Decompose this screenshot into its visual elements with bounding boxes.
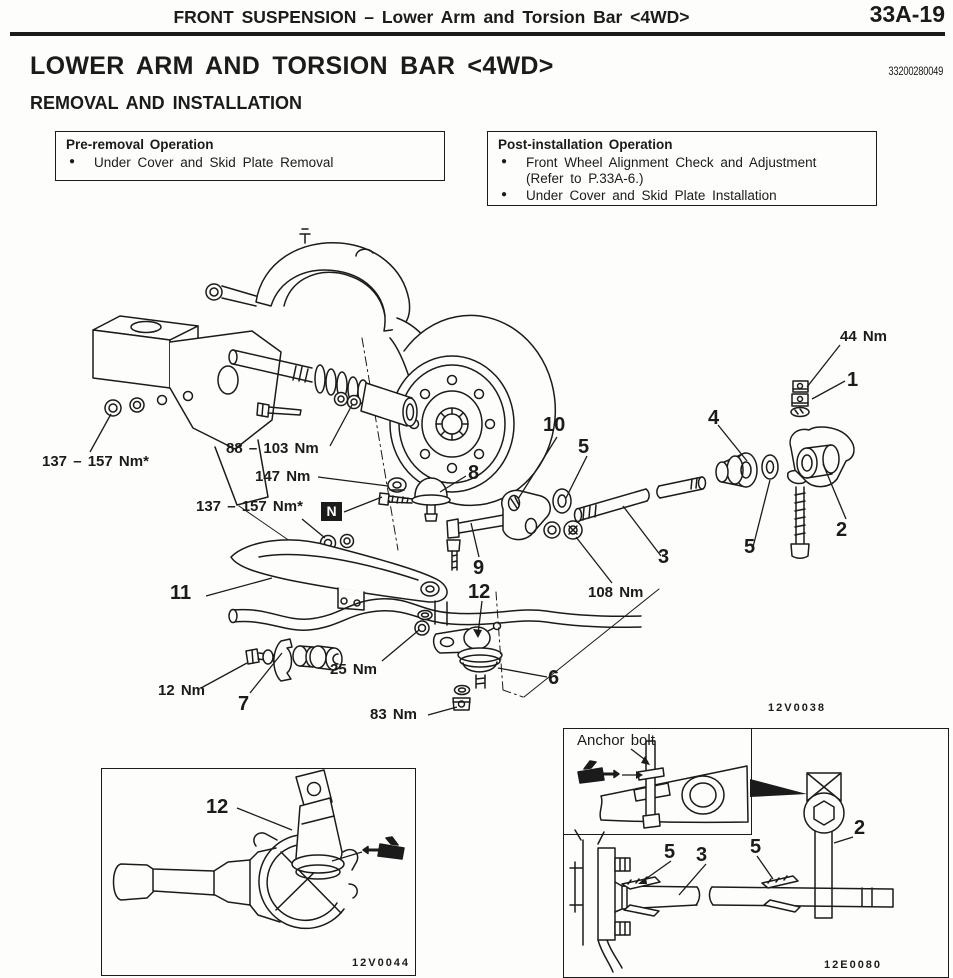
header-title: FRONT SUSPENSION – Lower Arm and Torsion…	[173, 7, 690, 27]
lower-arm-art	[230, 539, 448, 611]
torsion-bar-art	[573, 452, 808, 523]
section-title: REMOVAL AND INSTALLATION	[30, 93, 302, 113]
figure-code-ball-joint-inset: 12V0044	[352, 957, 411, 969]
operation-item: Under Cover and Skid Plate Removal	[66, 155, 408, 171]
header-rule	[10, 32, 945, 36]
page-title: LOWER ARM AND TORSION BAR <4WD>	[30, 52, 554, 80]
operation-item: Front Wheel Alignment Check and Adjustme…	[498, 155, 840, 188]
brake-disc-art	[389, 314, 557, 507]
anchor-bolt-caption: Anchor bolt	[577, 732, 655, 749]
pre-removal-list: Under Cover and Skid Plate Removal	[66, 155, 434, 171]
drive-axle-art	[228, 349, 418, 427]
figure-code-anchor-inset: 12E0080	[824, 959, 883, 971]
pre-removal-title: Pre-removal Operation	[66, 137, 214, 152]
post-installation-title: Post-installation Operation	[498, 137, 673, 152]
note-symbol: N	[321, 502, 342, 521]
lower-arm-shaft-art	[446, 488, 583, 571]
post-installation-list: Front Wheel Alignment Check and Adjustme…	[498, 155, 866, 204]
doc-code: 33200280049	[888, 64, 943, 78]
ball-joint-inset-frame	[101, 768, 416, 976]
anchor-arm-art	[789, 380, 855, 559]
anchor-bolt-detail-box	[563, 728, 752, 835]
ball-joint-inset-art	[112, 769, 359, 930]
figure-code-main: 12V0038	[768, 702, 827, 714]
ball-joint-art	[414, 588, 660, 711]
post-installation-box: Post-installation Operation Front Wheel …	[487, 131, 877, 206]
operation-item: Under Cover and Skid Plate Installation	[498, 188, 840, 204]
anchor-inset-art	[569, 740, 894, 973]
crossmember-art	[92, 315, 399, 551]
pre-removal-box: Pre-removal Operation Under Cover and Sk…	[55, 131, 445, 181]
fasteners-art	[104, 391, 451, 552]
header-page-number: 33A-19	[869, 1, 945, 27]
leader-lines	[89, 344, 854, 896]
